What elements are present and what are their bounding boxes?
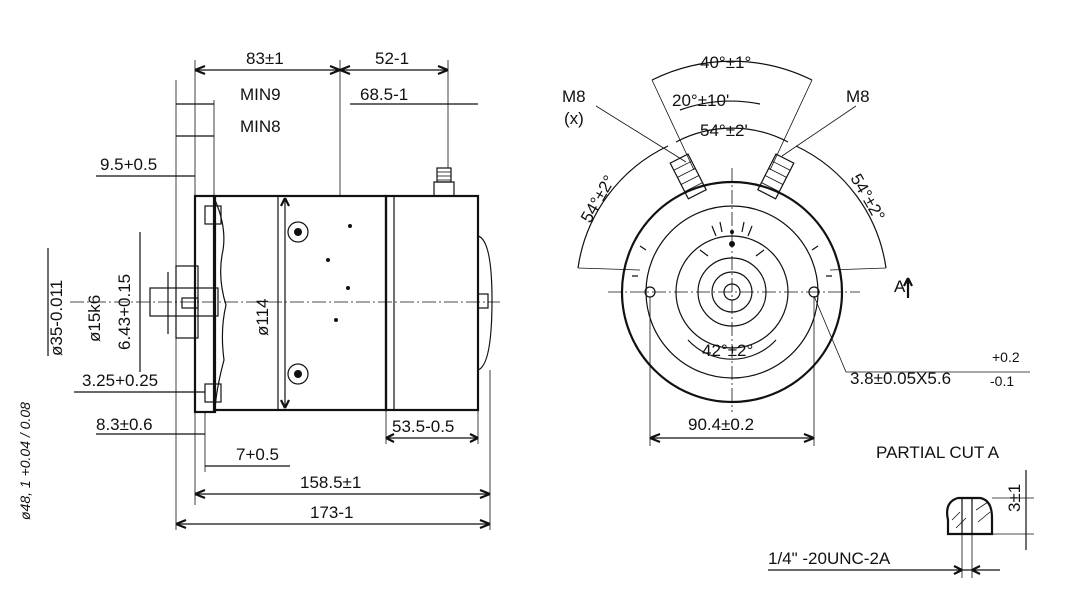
label-m8-left: M8 xyxy=(562,87,586,106)
dim-42deg: 42°±2° xyxy=(702,341,753,360)
dim-53-5: 53.5-0.5 xyxy=(392,417,454,436)
dim-90-4: 90.4±0.2 xyxy=(688,415,754,434)
label-m8-right: M8 xyxy=(846,87,870,106)
cut-section xyxy=(946,496,994,536)
arc-54-right xyxy=(795,145,887,269)
dim-173: 173-1 xyxy=(310,503,353,522)
flange-profile xyxy=(214,199,227,411)
arc-20 xyxy=(679,100,761,111)
dim-83: 83±1 xyxy=(246,49,284,68)
dim-min9: MIN9 xyxy=(240,85,281,104)
dim-3-8: 3.8±0.05X5.6 xyxy=(850,369,951,388)
end-housing xyxy=(384,194,480,412)
section-mark-a: A xyxy=(894,277,906,296)
tol-minus: -0.1 xyxy=(990,373,1014,389)
handwritten-note: ø48, 1 +0.04 / 0.08 xyxy=(17,402,33,520)
motor-body xyxy=(212,194,388,412)
dim-52: 52-1 xyxy=(375,49,409,68)
terminal-stud xyxy=(433,167,455,197)
front-view: M8 (x) M8 40°±1° 20°±10' 54°±2' 54°±2° 5… xyxy=(562,53,1030,446)
partial-cut-title: PARTIAL CUT A xyxy=(876,443,1000,462)
arc-54-top xyxy=(675,127,789,143)
side-view: 83±1 52-1 MIN9 68.5-1 MIN8 9.5+0.5 ø35-0… xyxy=(17,49,500,530)
dim-3-pm-1: 3±1 xyxy=(1005,484,1024,512)
label-m8-left-x: (x) xyxy=(564,109,584,128)
dim-20deg: 20°±10' xyxy=(672,91,729,110)
dim-9-5: 9.5+0.5 xyxy=(100,155,157,174)
dim-114: ø114 xyxy=(253,299,272,337)
dim-54deg-top: 54°±2' xyxy=(700,121,748,140)
dim-68-5: 68.5-1 xyxy=(360,85,408,104)
dim-3-25: 3.25+0.25 xyxy=(82,371,158,390)
terminal-left xyxy=(669,153,707,200)
partial-cut-view: PARTIAL CUT A 3±1 1/4" -20UNC-2A xyxy=(768,443,1034,578)
dim-54deg-right: 54°±2° xyxy=(847,171,889,225)
dim-8-3: 8.3±0.6 xyxy=(96,415,153,434)
screw-bottom xyxy=(287,363,309,385)
screw-top xyxy=(287,221,309,243)
dim-40deg: 40°±1° xyxy=(700,53,751,72)
dim-35: ø35-0.011 xyxy=(47,280,66,356)
dim-min8: MIN8 xyxy=(240,117,281,136)
dim-15k6: ø15k6 xyxy=(85,295,104,342)
arc-42 xyxy=(687,339,777,360)
dim-54deg-left: 54°±2° xyxy=(577,172,619,226)
arc-40 xyxy=(651,60,813,81)
arc-54-left xyxy=(577,145,669,269)
dim-158-5: 158.5±1 xyxy=(300,473,361,492)
thread-spec: 1/4" -20UNC-2A xyxy=(768,549,891,568)
dim-6-43: 6.43+0.15 xyxy=(115,274,134,350)
tol-plus: +0.2 xyxy=(992,349,1020,365)
end-cap xyxy=(477,235,493,371)
dim-7: 7+0.5 xyxy=(236,445,279,464)
terminal-right xyxy=(757,153,795,200)
